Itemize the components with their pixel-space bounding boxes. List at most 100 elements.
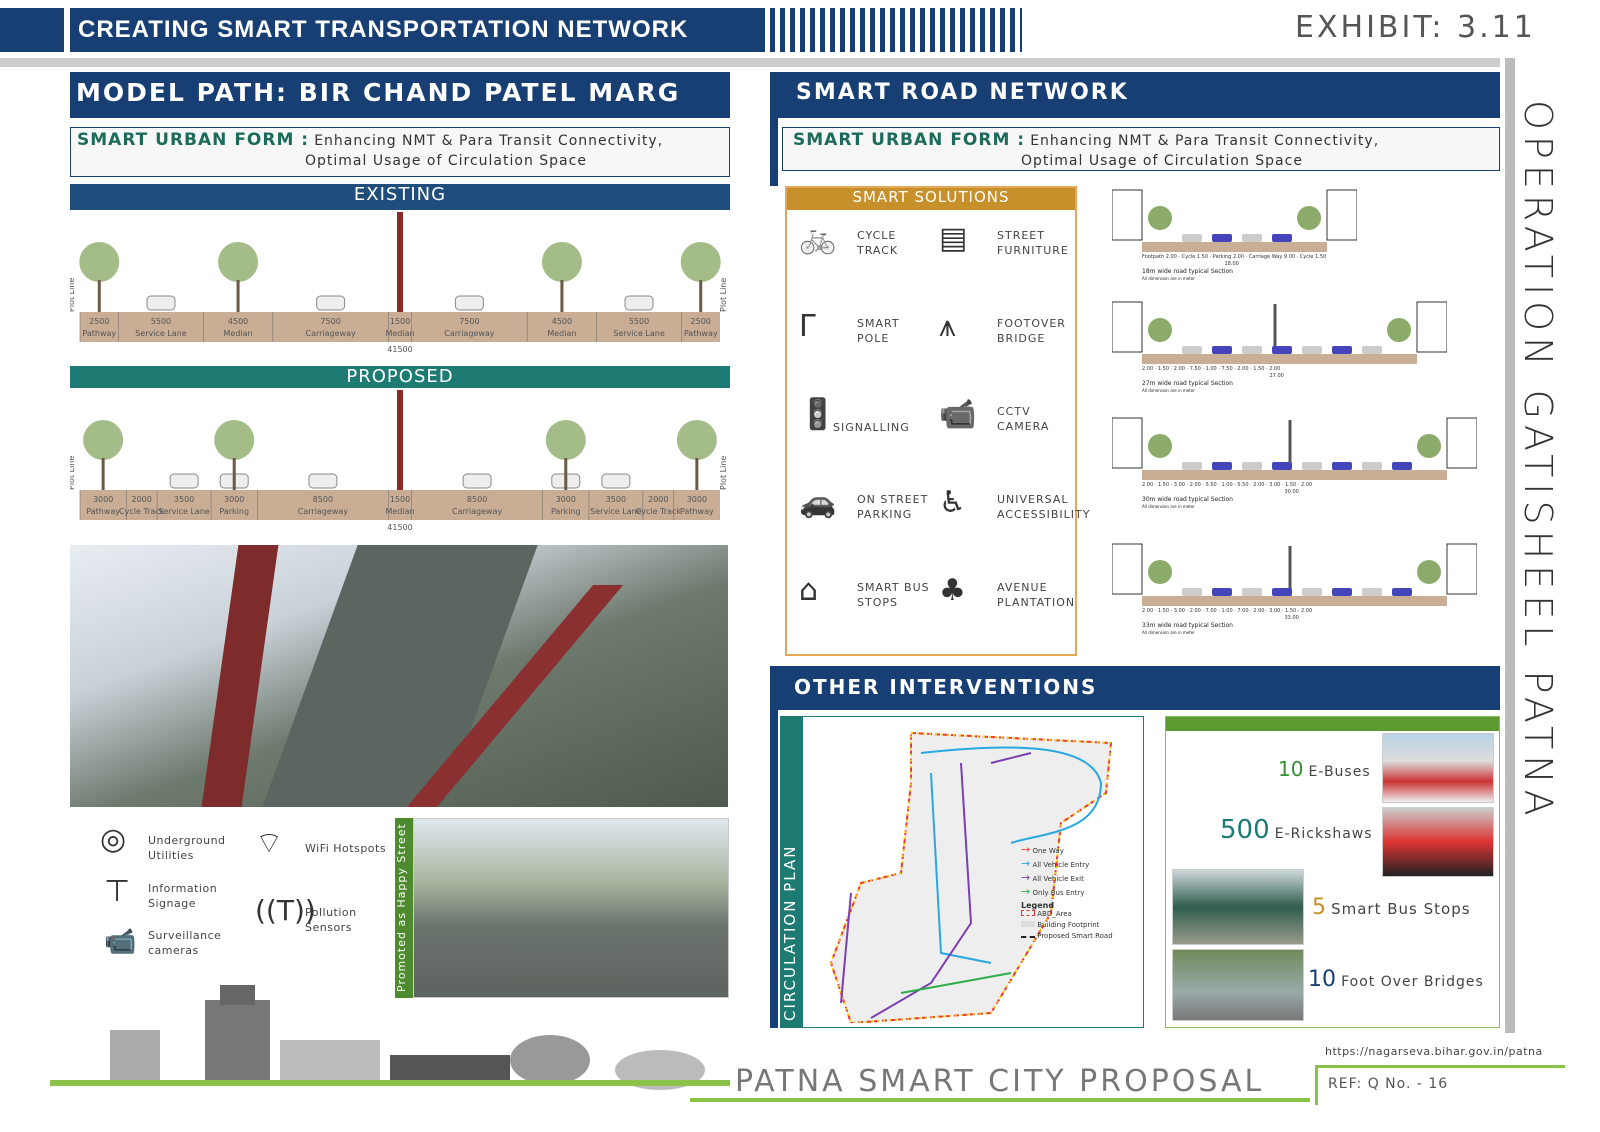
tree xyxy=(79,242,120,282)
stripe-decoration xyxy=(770,8,1022,52)
section-dims: Footpath 2.00 · Cycle 1.50 · Parking 2.0… xyxy=(1142,254,1327,260)
cctv-icon: 📹 xyxy=(939,397,977,432)
circulation-map xyxy=(829,731,1113,1023)
feature-label: cameras xyxy=(148,944,199,957)
tree-trunk xyxy=(101,458,105,490)
count: 5 xyxy=(1312,895,1326,920)
segment-width: 8500 xyxy=(313,495,333,504)
tree-trunk xyxy=(699,280,703,312)
car xyxy=(169,473,199,489)
header-block xyxy=(0,8,64,52)
feature-label: Sensors xyxy=(305,921,352,934)
segment-name: Carriageway xyxy=(298,507,348,516)
solution-label: PLANTATION xyxy=(997,596,1076,609)
road-section-drawing xyxy=(1112,189,1357,252)
segment-width: 3000 xyxy=(224,495,244,504)
solution-label: CCTV xyxy=(997,405,1031,418)
segment-width: 2000 xyxy=(648,495,668,504)
wifi-icon: ⌔ xyxy=(255,826,284,861)
arrow-label: All Vehicle Exit xyxy=(1032,875,1084,883)
count: 10 xyxy=(1308,967,1336,992)
segment-width: 3000 xyxy=(687,495,707,504)
solution-label: ON STREET xyxy=(857,493,929,506)
tree-trunk xyxy=(560,280,564,312)
feature-label: Underground xyxy=(148,834,226,847)
solution-label: POLE xyxy=(857,332,890,345)
intervention-e-buses: 10 E-Buses xyxy=(1278,757,1371,781)
legend-title: Legend xyxy=(1021,901,1055,910)
street-render-image xyxy=(70,545,728,807)
road-section-drawing xyxy=(1112,543,1477,606)
solution-signalling: 🚦 SIGNALLING xyxy=(799,396,934,456)
legend-label: Building Footprint xyxy=(1037,921,1100,929)
section-ground xyxy=(80,312,720,342)
footer-url[interactable]: https://nagarseva.bihar.gov.in/patna xyxy=(1325,1045,1543,1058)
segment-name: Median xyxy=(385,329,414,338)
bridge-icon: ⩚ xyxy=(939,309,956,344)
panel-header-bar xyxy=(1166,717,1499,731)
segment-name: Parking xyxy=(219,507,249,516)
circulation-plan-label: CIRCULATION PLAN xyxy=(781,717,803,1027)
plot-line-label: Plot Line xyxy=(70,278,76,312)
accessibility-icon: ♿ xyxy=(939,485,966,520)
tree-icon: ♣ xyxy=(939,573,966,608)
solution-label: SIGNALLING xyxy=(833,421,910,434)
road-section-1: Footpath 2.00 · Cycle 1.50 · Parking 2.0… xyxy=(1112,180,1357,290)
legend-label: Proposed Smart Road xyxy=(1037,932,1113,940)
map-arrow-legend: → Only Bus Entry xyxy=(1021,885,1141,899)
e-bus-photo xyxy=(1382,733,1494,803)
segment-name: Service Lane xyxy=(590,507,642,516)
road-section-drawing xyxy=(1112,301,1447,364)
solution-universal: ♿ UNIVERSAL ACCESSIBILITY xyxy=(939,484,1089,544)
car xyxy=(146,295,176,311)
car xyxy=(316,295,346,311)
signal-icon: 🚦 xyxy=(799,397,837,432)
utilities-icon: ◎ xyxy=(100,822,127,857)
car xyxy=(308,473,338,489)
skyline-illustration xyxy=(50,985,730,1090)
arrow-icon: → xyxy=(1021,843,1031,856)
segment-width: 2500 xyxy=(691,317,711,326)
section-caption: 27m wide road typical Section xyxy=(1142,380,1233,387)
exhibit-number: EXHIBIT: 3.11 xyxy=(1295,10,1536,45)
segment-width: 2500 xyxy=(89,317,109,326)
count: 500 xyxy=(1220,815,1270,845)
section-dims: 2.00 · 1.50 · 3.00 · 2.00 · 7.00 · 1.00 … xyxy=(1142,608,1313,614)
legend-item: Proposed Smart Road xyxy=(1021,932,1141,943)
circulation-plan-panel: CIRCULATION PLAN → One Way→ All Vehicle … xyxy=(780,716,1144,1028)
segment-width: 3000 xyxy=(556,495,576,504)
tree xyxy=(83,420,124,460)
cycle-icon: 🚲 xyxy=(799,221,837,256)
section-total: 18.00 xyxy=(1224,261,1239,267)
section-total: 27.00 xyxy=(1269,373,1284,379)
segment-name: Service Lane xyxy=(613,329,665,338)
arrow-icon: → xyxy=(1021,857,1031,870)
segment-width: 4500 xyxy=(228,317,248,326)
segment-name: Pathway xyxy=(680,507,714,516)
car xyxy=(454,295,484,311)
label: E-Buses xyxy=(1308,764,1371,780)
solution-label: PARKING xyxy=(857,508,913,521)
segment-width: 7500 xyxy=(320,317,340,326)
solution-label: UNIVERSAL xyxy=(997,493,1069,506)
section-total: 41500 xyxy=(387,345,412,354)
tree-trunk xyxy=(232,458,236,490)
segment-width: 5500 xyxy=(629,317,649,326)
proposed-label: PROPOSED xyxy=(70,366,730,388)
bus-stop-icon: ⌂ xyxy=(799,573,819,608)
solution-label: ACCESSIBILITY xyxy=(997,508,1091,521)
section-total: 30.00 xyxy=(1284,489,1299,495)
existing-label: EXISTING xyxy=(70,184,730,210)
bus-stop-photo xyxy=(1172,869,1304,945)
tree xyxy=(218,242,259,282)
segment-width: 1500 xyxy=(390,317,410,326)
section-caption: 18m wide road typical Section xyxy=(1142,268,1233,275)
segment-name: Carriageway xyxy=(452,507,502,516)
segment-name: Median xyxy=(224,329,253,338)
tree xyxy=(545,420,586,460)
